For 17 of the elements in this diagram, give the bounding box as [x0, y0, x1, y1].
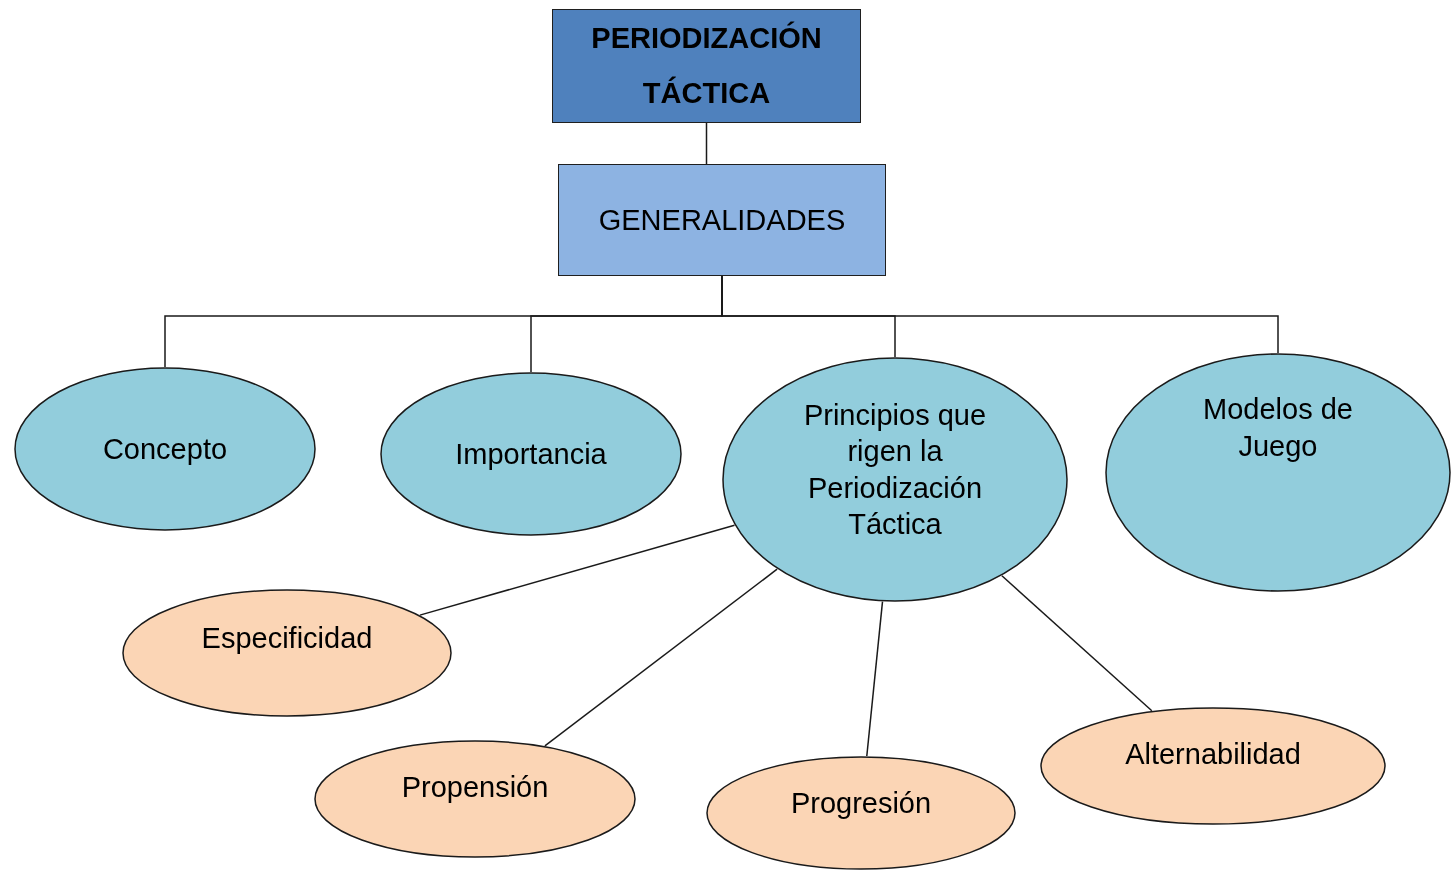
- node-label: GENERALIDADES: [598, 202, 846, 238]
- node-label: Concepto: [102, 431, 228, 467]
- connector-line: [419, 524, 736, 616]
- node-label: Modelos de Juego: [1202, 392, 1354, 464]
- category-box: [558, 164, 886, 276]
- node-label: Principios que rigen la Periodización Táctica: [802, 398, 988, 542]
- connector-line: [705, 122, 708, 165]
- title-box: [552, 9, 861, 123]
- connector-line: [1001, 575, 1153, 712]
- node-label: Importancia: [455, 436, 607, 472]
- connector-line: [866, 600, 884, 757]
- node-label: PERIODIZACIÓN TÁCTICA: [590, 20, 823, 111]
- node-label: Alternabilidad: [1125, 736, 1301, 772]
- node-label: Progresión: [790, 785, 932, 821]
- node-label: Propensión: [401, 769, 549, 805]
- connector-line: [544, 568, 778, 747]
- node-label: Especificidad: [201, 620, 373, 656]
